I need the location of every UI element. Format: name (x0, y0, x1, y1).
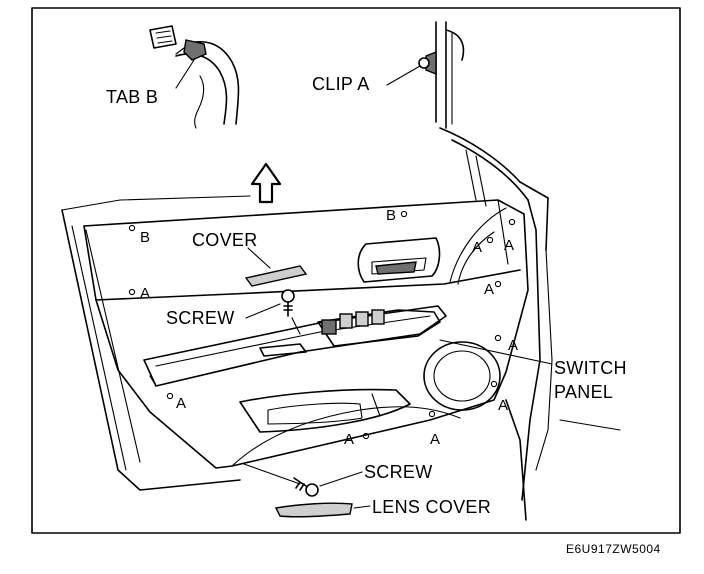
tab-b-label: TAB B (106, 87, 158, 107)
arrow-up-icon (250, 162, 282, 204)
clip-marker-a: A (128, 285, 150, 302)
svg-text:A: A (484, 281, 494, 298)
svg-text:A: A (504, 237, 514, 254)
clip-marker-b: B (386, 207, 408, 224)
svg-text:A: A (140, 285, 150, 302)
clip-markers: B B A A A A A A (128, 207, 518, 448)
clip-marker-b: B (128, 224, 150, 246)
speaker-grille (423, 341, 501, 411)
svg-text:B: B (386, 207, 396, 224)
door-pocket (239, 388, 411, 433)
svg-text:A: A (344, 431, 354, 448)
clip-marker-a: A (472, 236, 494, 256)
clip-marker-a: A (428, 410, 440, 448)
screw-upper-label: SCREW (166, 308, 235, 328)
clip-marker-a: A (490, 380, 508, 414)
clip-marker-a: A (504, 218, 516, 254)
diagram-frame (31, 7, 681, 534)
door-handle (357, 237, 441, 283)
lens-cover-label: LENS COVER (372, 497, 491, 517)
svg-text:B: B (140, 229, 150, 246)
clip-marker-a: A (166, 392, 186, 412)
cover-label: COVER (192, 230, 258, 250)
clip-marker-a: A (494, 334, 518, 354)
lens-cover-part (274, 502, 353, 518)
door-body (61, 127, 621, 521)
switch-panel-label-line1: SWITCH (554, 358, 627, 378)
svg-text:A: A (430, 431, 440, 448)
svg-text:A: A (472, 239, 482, 256)
clip-marker-a: A (344, 431, 370, 448)
switch-panel (317, 309, 441, 347)
switch-panel-label-line2: PANEL (554, 382, 613, 402)
svg-text:A: A (498, 397, 508, 414)
figure-code: E6U917ZW5004 (566, 542, 661, 556)
tab-b-detail (149, 25, 240, 129)
clip-a-label: CLIP A (312, 74, 370, 94)
lower-screw (293, 477, 319, 497)
clip-marker-a: A (484, 280, 502, 298)
clip-a-detail (386, 21, 465, 129)
cover-part (244, 265, 308, 287)
svg-text:A: A (176, 395, 186, 412)
screw-lower-label: SCREW (364, 462, 433, 482)
door-trim-panel (83, 199, 529, 469)
svg-text:A: A (508, 337, 518, 354)
upper-screw (281, 289, 301, 335)
